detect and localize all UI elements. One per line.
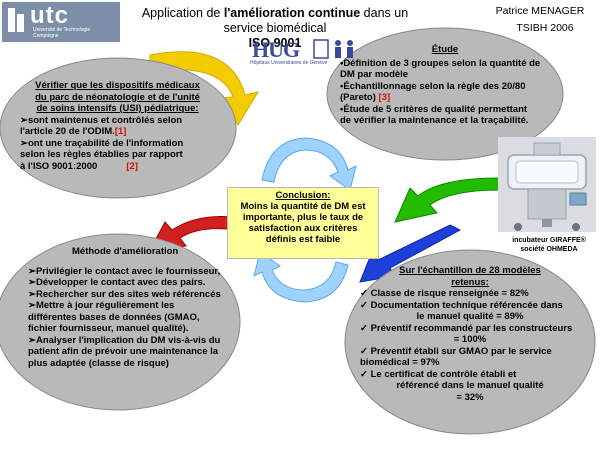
methode-item: différentes bases de données (GMAO,: [28, 311, 200, 323]
ref-1-link[interactable]: [1]: [114, 126, 127, 137]
hug-logo: HUG: [252, 37, 300, 62]
methode-item: ➢Privilégier le contact avec le fourniss…: [28, 265, 221, 277]
resultats-item: ✓ Le certificat de contrôle établi et: [360, 368, 517, 380]
conclusion-line: définis est faible: [265, 234, 341, 245]
etude-head: Étude: [431, 44, 459, 55]
conclusion-line: Moins la quantité de DM est: [240, 201, 366, 212]
green-arrow: [394, 177, 501, 223]
verifier-line-1: ➢sont maintenus et contrôlés selon: [20, 114, 183, 126]
verifier-head-3: de soins intensifs (USI) pédiatrique:: [36, 103, 199, 114]
resultats-item: ✓ Préventif établi sur GMAO par le servi…: [360, 345, 552, 357]
verifier-head-1: Vérifier que les dispositifs médicaux: [35, 80, 200, 91]
ref-2-link[interactable]: [2]: [126, 160, 138, 172]
utc-logo-mark-icon: [8, 8, 24, 32]
resultats-item: le manuel qualité = 89%: [416, 311, 524, 322]
ref-3-link[interactable]: [3]: [378, 92, 391, 103]
red-arrow: [149, 216, 241, 251]
resultats-item: = 32%: [456, 391, 484, 403]
methode-item: ➢Mettre à jour régulièrement les: [28, 300, 175, 311]
verifier-line-4: selon les règles établies par rapport: [20, 149, 183, 160]
methode-item: plus adaptée (classe de risque): [28, 357, 169, 369]
verifier-line-2: l'article 20 de l'ODIM.[1]: [20, 126, 127, 137]
resultats-item: ✓ Préventif recommandé par les construct…: [360, 322, 573, 334]
resultats-item: ✓ Classe de risque renseignée = 82%: [360, 288, 529, 299]
author-name: Patrice MENAGER: [495, 5, 585, 17]
resultats-head-1: Sur l'échantillon de 28 modèles: [399, 265, 541, 276]
verifier-line-5: à l'ISO 9001:2000 [2]: [20, 160, 138, 172]
conclusion-head: Conclusion:: [275, 190, 331, 201]
page-title: Application de l'amélioration continue d…: [141, 6, 409, 50]
methode-item: ➢Développer le contact avec des pairs.: [28, 277, 206, 288]
etude-line-6: de vérifier la maintenance et la traçabi…: [340, 115, 529, 126]
etude-line-4: (Pareto) [3]: [340, 92, 391, 103]
resultats-item: biomédical = 97%: [360, 357, 440, 368]
utc-logo-subtitle: Université de Technologie Compiègne: [33, 27, 91, 39]
section-verifier: Vérifier que les dispositifs médicaux du…: [20, 80, 215, 172]
section-resultats: Sur l'échantillon de 28 modèles retenus:…: [360, 265, 580, 403]
bubble-resultats: [344, 249, 596, 435]
bubble-etude: [326, 27, 564, 161]
methode-head: Méthode d'amélioration: [72, 246, 179, 257]
conclusion-box: Conclusion: Moins la quantité de DM est …: [227, 187, 379, 259]
resultats-item: référencé dans le manuel qualité: [396, 380, 544, 391]
section-methode: Méthode d'amélioration ➢Privilégier le c…: [28, 246, 238, 369]
course-label: TSIBH 2006: [516, 22, 574, 34]
hug-subtitle: Hôpitaux Universitaires de Genève: [250, 60, 328, 66]
etude-line-3: •Échantillonnage selon la règle des 20/8…: [340, 80, 526, 92]
section-etude: Étude •Définition de 3 groupes selon la …: [340, 44, 550, 127]
photo-caption: incubateur GIRAFFE® société OHMEDA: [500, 236, 598, 254]
photo-caption-line-2: société OHMEDA: [520, 246, 578, 253]
incubator-image-icon: [498, 137, 596, 232]
photo-caption-line-1: incubateur GIRAFFE®: [512, 237, 586, 244]
resultats-head-2: retenus:: [451, 276, 489, 288]
etude-line-5: •Étude de 5 critères de qualité permetta…: [340, 103, 528, 115]
conclusion-line: importante, plus le taux de: [242, 212, 364, 223]
methode-item: ➢Rechercher sur des sites web référencés: [28, 288, 221, 300]
incubator-photo: [498, 137, 596, 232]
utc-logo-text: utc: [30, 2, 69, 29]
methode-item: fichier fournisseur, manuel qualité).: [28, 323, 189, 334]
verifier-line-3: ➢ont une traçabilité de l'information: [20, 137, 184, 149]
resultats-item: ✓ Documentation technique référencée dan…: [360, 299, 563, 311]
hug-figures-icon: [313, 39, 353, 59]
bubble-verifier: [0, 57, 237, 199]
methode-item: ➢Analyser l'implication du DM vis-à-vis …: [28, 334, 221, 346]
resultats-item: = 100%: [453, 334, 487, 345]
verifier-head-2: du parc de néonatologie et de l'unité: [35, 91, 200, 103]
yellow-arrow: [149, 51, 260, 126]
etude-line-2: DM par modèle: [340, 69, 409, 80]
methode-item: patient afin de prévoir une maintenance …: [28, 346, 219, 357]
etude-line-1: •Définition de 3 groupes selon la quanti…: [340, 57, 541, 69]
conclusion-line: satisfaction aux critères: [248, 223, 358, 234]
bubble-methode: [0, 233, 241, 411]
